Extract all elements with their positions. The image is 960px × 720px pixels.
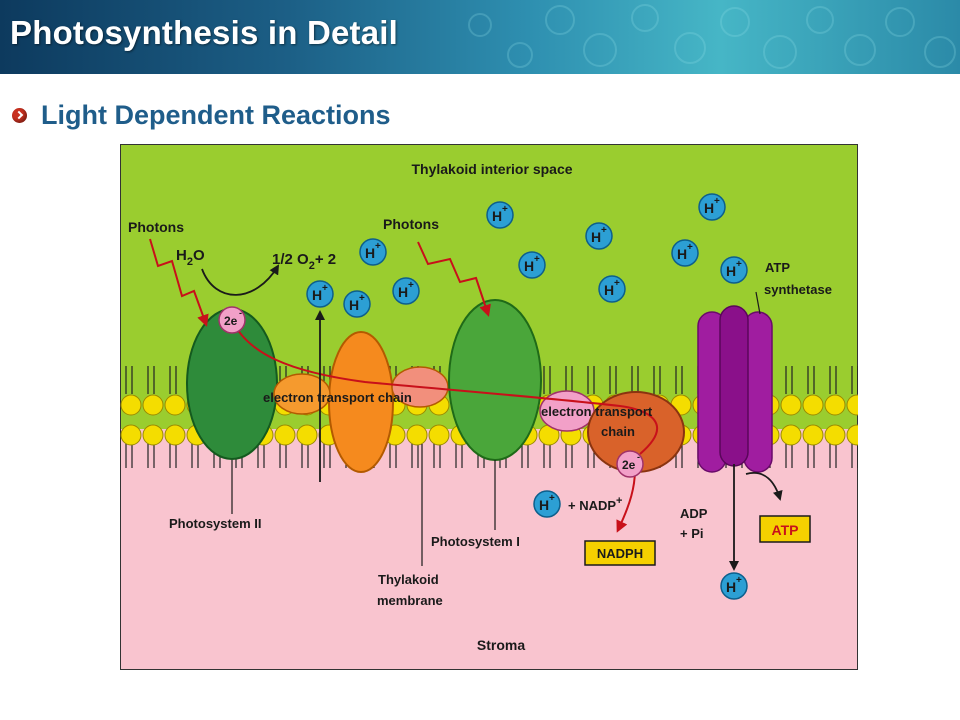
label-photosystem-i: Photosystem I xyxy=(431,534,520,549)
hydrogen-ion-icon: H+ xyxy=(533,490,561,518)
svg-text:-: - xyxy=(239,308,242,318)
svg-text:H: H xyxy=(591,229,601,245)
second-electron-transport-chain xyxy=(539,390,685,473)
atp-formation-arrow xyxy=(745,472,783,501)
label-nadph: NADPH xyxy=(597,546,643,561)
svg-text:-: - xyxy=(637,452,640,462)
photon-arrow-2 xyxy=(417,241,491,317)
svg-text:H: H xyxy=(349,297,359,313)
hydrogen-ion-icon: H+ xyxy=(359,238,387,266)
nadph-box xyxy=(584,540,656,566)
svg-text:2e: 2e xyxy=(622,458,636,472)
photon-arrow-1 xyxy=(149,238,209,327)
label-photons-2: Photons xyxy=(383,216,439,232)
svg-text:H: H xyxy=(704,200,714,216)
svg-text:+: + xyxy=(549,493,555,504)
hydrogen-ion-icon: H+ xyxy=(720,572,748,600)
subtitle-row: Light Dependent Reactions xyxy=(12,100,391,131)
svg-text:+: + xyxy=(359,293,365,304)
svg-text:H: H xyxy=(604,282,614,298)
slide-title: Photosynthesis in Detail xyxy=(10,14,399,51)
svg-text:+: + xyxy=(601,225,607,236)
electron-pair-2: 2e - xyxy=(616,450,644,478)
svg-text:+: + xyxy=(736,259,742,270)
label-oxygen: 1/2 O2+ 2 xyxy=(272,251,336,272)
svg-text:+: + xyxy=(375,241,381,252)
leader-lines xyxy=(231,291,761,566)
svg-text:+: + xyxy=(736,575,742,586)
photosystem-i xyxy=(448,299,542,461)
label-nadp: + NADP+ xyxy=(568,495,622,513)
label-electron-transport-chain-1: electron transport chain xyxy=(263,390,412,405)
light-reactions-diagram: Thylakoid interior space Photons Photons… xyxy=(120,144,858,670)
svg-text:H: H xyxy=(524,258,534,274)
hydrogen-ion-icon: H+ xyxy=(720,256,748,284)
svg-text:H: H xyxy=(539,497,549,513)
banner-cell-texture xyxy=(468,4,956,69)
svg-text:+: + xyxy=(322,283,328,294)
svg-text:H: H xyxy=(365,245,375,261)
svg-text:+: + xyxy=(534,254,540,265)
svg-text:H: H xyxy=(677,246,687,262)
svg-text:H: H xyxy=(492,208,502,224)
atp-box xyxy=(759,515,811,543)
hydrogen-ion-icon: H+ xyxy=(486,201,514,229)
hydrogen-ion-icon: H+ xyxy=(392,277,420,305)
label-stroma: Stroma xyxy=(477,637,525,653)
cytochrome-complex xyxy=(273,331,449,473)
label-atp: ATP xyxy=(772,522,799,538)
svg-text:+: + xyxy=(687,242,693,253)
hydrogen-ion-icon: H+ xyxy=(698,193,726,221)
label-photosystem-ii: Photosystem II xyxy=(169,516,261,531)
svg-text:+: + xyxy=(408,280,414,291)
svg-text:H: H xyxy=(312,287,322,303)
slide-subtitle: Light Dependent Reactions xyxy=(41,100,391,130)
atp-synthase xyxy=(697,305,773,473)
hydrogen-ion-icon: H+ xyxy=(598,275,626,303)
label-thylakoid-space: Thylakoid interior space xyxy=(411,161,572,177)
svg-text:+: + xyxy=(714,196,720,207)
hydrogen-ion-icon: H+ xyxy=(306,280,334,308)
water-split-arrow xyxy=(201,264,280,296)
svg-text:+: + xyxy=(614,278,620,289)
svg-text:H: H xyxy=(398,284,408,300)
label-adp: ADP+ Pi xyxy=(680,506,708,541)
hydrogen-ion-icon: H+ xyxy=(343,290,371,318)
label-h2o: H2O xyxy=(176,247,205,268)
bullet-icon xyxy=(12,108,27,123)
title-banner: Photosynthesis in Detail xyxy=(0,0,960,74)
label-photons-1: Photons xyxy=(128,219,184,235)
svg-text:H: H xyxy=(726,579,736,595)
hydrogen-ion-icon: H+ xyxy=(585,222,613,250)
electron-pair-1: 2e - xyxy=(218,306,246,334)
hydrogen-ion-icon: H+ xyxy=(671,239,699,267)
svg-text:2e: 2e xyxy=(224,314,238,328)
svg-text:+: + xyxy=(502,204,508,215)
svg-text:H: H xyxy=(726,263,736,279)
hydrogen-ion-icon: H+ xyxy=(518,251,546,279)
